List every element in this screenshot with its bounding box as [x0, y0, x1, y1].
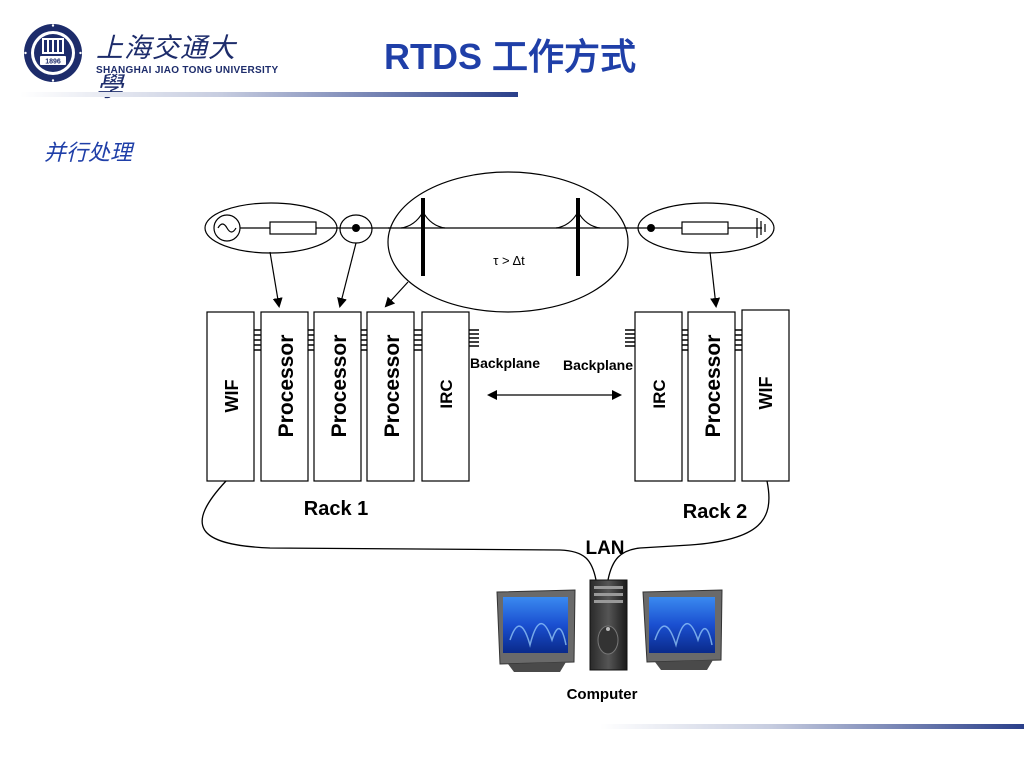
subsystem-ellipse-source	[204, 202, 338, 254]
header-divider	[20, 92, 518, 97]
rack1-card-irc: IRC	[421, 311, 470, 482]
rack1-label: Rack 1	[304, 498, 369, 520]
mapping-arrow	[337, 242, 357, 308]
bus-node-dot	[352, 224, 360, 232]
rack2-card-processor: Processor	[687, 311, 736, 482]
card-label: Processor	[381, 335, 404, 438]
mapping-arrow	[709, 251, 721, 308]
rack1-card-processor-3: Processor	[366, 311, 415, 482]
section-subtitle: 并行处理	[44, 141, 133, 166]
resistor-icon	[269, 221, 317, 235]
card-label: Processor	[328, 335, 351, 438]
rack2-card-wif: WIF	[741, 309, 790, 482]
lan-cable-rack1	[201, 480, 597, 581]
rack-2: IRC Processor WIF	[625, 309, 790, 482]
computer-tower-icon	[589, 579, 628, 671]
footer-divider	[600, 724, 1024, 729]
rack-1: WIF Processor Processor Processor IRC	[206, 311, 479, 482]
rack2-label: Rack 2	[683, 501, 748, 523]
logo-chinese-name: 上海交通大學	[96, 33, 236, 103]
rack1-card-wif: WIF	[206, 311, 255, 482]
card-label: WIF	[756, 377, 776, 410]
rack2-card-irc: IRC	[634, 311, 683, 482]
computer-monitor-left-icon	[496, 589, 576, 672]
card-label: Processor	[702, 335, 725, 438]
subsystem-ellipse-load	[637, 202, 775, 254]
card-label: WIF	[222, 380, 242, 413]
rack1-card-processor-1: Processor	[260, 311, 309, 482]
resistor-icon	[681, 221, 729, 235]
rack1-card-processor-2: Processor	[313, 311, 362, 482]
card-label: IRC	[650, 379, 669, 408]
card-label: Processor	[275, 335, 298, 438]
computer-label: Computer	[567, 686, 638, 703]
tau-label: τ > Δt	[493, 253, 525, 268]
university-logo: 1896 上海交通大學 SHANGHAI JIAO TONG UNIVERSIT…	[22, 22, 278, 103]
mapping-arrow	[384, 281, 409, 308]
mapping-arrow	[269, 251, 283, 308]
lan-cable-rack2	[607, 480, 770, 581]
seal-icon: 1896	[24, 24, 82, 82]
seal-year: 1896	[45, 59, 61, 66]
subsystem-ellipse-line	[387, 171, 629, 313]
lan-label: LAN	[585, 538, 624, 559]
computer-monitor-right-icon	[642, 589, 723, 670]
ground-icon	[756, 218, 766, 238]
page-title: RTDS 工作方式	[383, 36, 636, 77]
card-label: IRC	[437, 379, 456, 408]
logo-english-name: SHANGHAI JIAO TONG UNIVERSITY	[96, 65, 279, 76]
backplane-label-right: Backplane	[563, 357, 633, 373]
backplane-label-left: Backplane	[470, 355, 540, 371]
